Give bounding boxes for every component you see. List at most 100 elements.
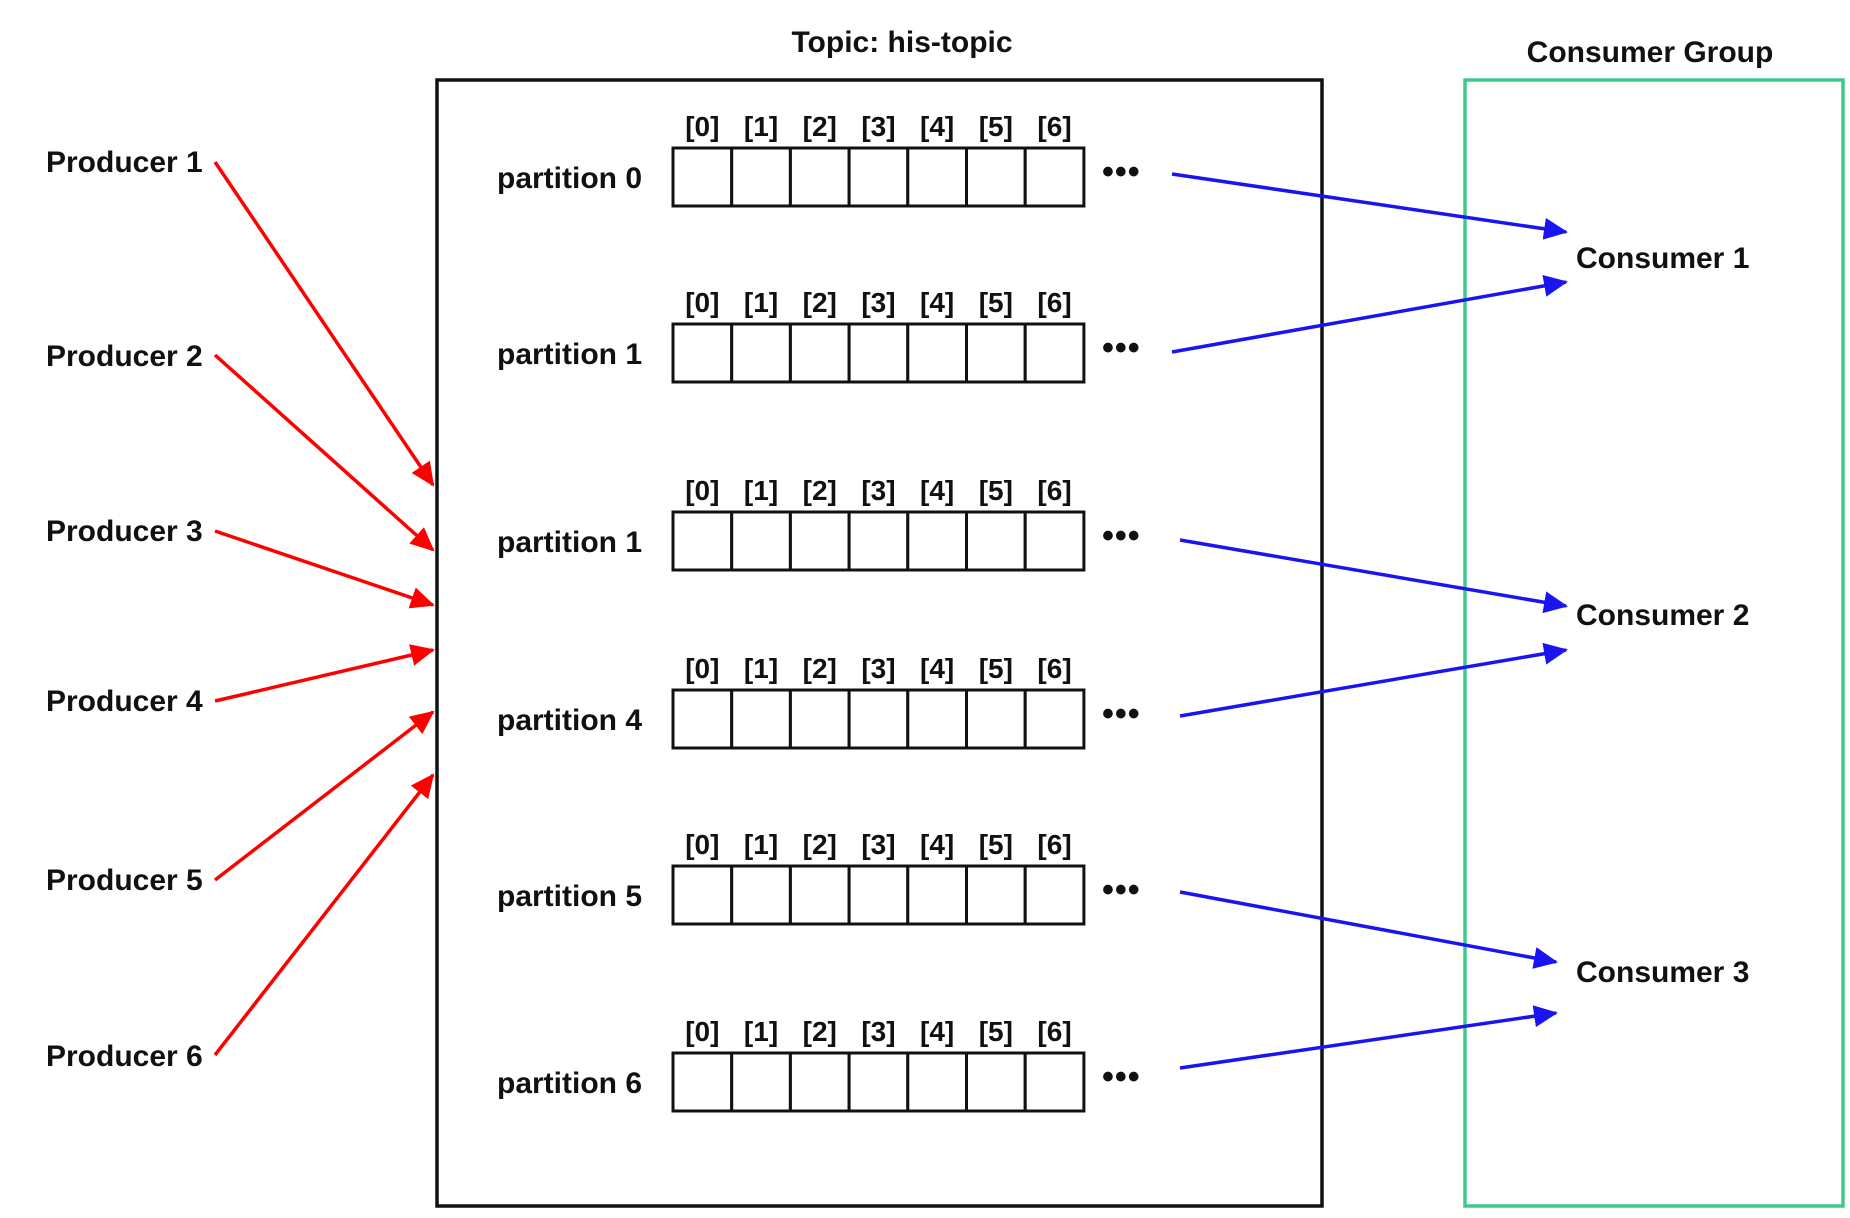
offset-index-label: [4] <box>920 829 954 860</box>
offset-index-label: [5] <box>979 287 1013 318</box>
partitions-layer: partition 0[0][1][2][3][4][5][6]•••parti… <box>497 111 1141 1113</box>
partition-label: partition 4 <box>497 704 642 737</box>
partition-label: partition 6 <box>497 1067 642 1100</box>
partition-label: partition 1 <box>497 526 642 559</box>
partition-cell <box>788 322 851 384</box>
producer-label: Producer 6 <box>46 1040 203 1073</box>
offset-index-label: [0] <box>685 287 719 318</box>
offset-index-label: [1] <box>744 287 778 318</box>
offset-index-label: [4] <box>920 111 954 142</box>
consumer-arrow <box>1179 890 1558 969</box>
partition-cell <box>788 688 851 750</box>
partition-row: partition 0[0][1][2][3][4][5][6]••• <box>497 111 1140 208</box>
offset-index-label: [3] <box>861 1016 895 1047</box>
producer-arrow <box>213 710 435 882</box>
partition-cell <box>671 864 734 926</box>
partition-cell <box>965 146 1027 208</box>
partition-cell <box>965 688 1027 750</box>
partition-cell <box>788 510 851 572</box>
topic-box <box>435 78 1324 1208</box>
consumer-group-box <box>1463 78 1845 1208</box>
consumer-label: Consumer 3 <box>1576 956 1749 989</box>
producer-label: Producer 3 <box>46 515 203 548</box>
producer-arrow <box>214 529 435 609</box>
consumer-arrows-layer <box>1171 172 1568 1070</box>
offset-index-label: [5] <box>979 475 1013 506</box>
producer-arrows-layer <box>213 161 435 1057</box>
consumer-arrow <box>1179 538 1568 614</box>
consumer-label: Consumer 2 <box>1576 599 1749 632</box>
offset-index-label: [0] <box>685 475 719 506</box>
consumer-arrow <box>1171 172 1568 240</box>
offset-index-label: [3] <box>861 653 895 684</box>
partition-cell <box>906 146 968 208</box>
partition-cell <box>1023 146 1086 208</box>
partition-row: partition 6 [0] [1] [2] [3] [4] [5] [6] ••• <box>497 1016 1141 1113</box>
offset-index-label: [6] <box>1037 1016 1071 1047</box>
offset-index-label: [3] <box>861 475 895 506</box>
offset-index-label: [3] <box>861 111 895 142</box>
producers-layer: Producer 1 Producer 2 Producer 3 Producer 4… <box>46 146 203 1073</box>
partition-cell <box>1023 864 1086 926</box>
partition-cell <box>730 146 792 208</box>
producer-label: Producer 2 <box>46 340 203 373</box>
offset-index-label: [6] <box>1037 475 1071 506</box>
ellipsis-icon: ••• <box>1102 517 1141 555</box>
offset-index-label: [4] <box>920 287 954 318</box>
consumer-arrow <box>1171 275 1568 354</box>
producer-arrow <box>213 353 435 552</box>
partition-cell <box>1023 322 1086 384</box>
partition-cell <box>847 510 910 572</box>
partition-cell <box>847 322 910 384</box>
offset-index-label: [6] <box>1037 653 1071 684</box>
partition-cell <box>965 510 1027 572</box>
consumer-group-title: Consumer Group <box>1527 36 1774 69</box>
offset-index-label: [6] <box>1037 829 1071 860</box>
producer-label: Producer 4 <box>46 685 203 718</box>
partition-cell <box>730 864 792 926</box>
ellipsis-icon: ••• <box>1102 1058 1141 1096</box>
offset-index-label: [4] <box>920 653 954 684</box>
partition-cell <box>671 688 734 750</box>
partition-cell <box>730 510 792 572</box>
partition-cell <box>671 1051 734 1113</box>
offset-index-label: [2] <box>803 475 837 506</box>
offset-index-label: [2] <box>803 829 837 860</box>
partition-cell <box>847 864 910 926</box>
partition-cell <box>1023 510 1086 572</box>
offset-index-label: [2] <box>803 1016 837 1047</box>
consumer-arrow <box>1179 1005 1558 1070</box>
partition-cell <box>1023 1051 1086 1113</box>
partition-row: partition 4[0][1][2][3][4][5][6]••• <box>497 653 1140 750</box>
offset-index-label: [5] <box>979 653 1013 684</box>
offset-index-label: [5] <box>979 829 1013 860</box>
producer-arrow <box>213 161 435 487</box>
partition-cell <box>730 688 792 750</box>
partition-cell <box>788 864 851 926</box>
partition-cell <box>906 1051 968 1113</box>
offset-index-label: [1] <box>744 1016 778 1047</box>
offset-index-label: [0] <box>685 1016 719 1047</box>
partition-cell <box>847 688 910 750</box>
partition-cell <box>788 1051 851 1113</box>
partition-cell <box>730 322 792 384</box>
offset-index-label: [3] <box>861 829 895 860</box>
partition-cell <box>906 510 968 572</box>
partition-label: partition 1 <box>497 338 642 371</box>
partition-cell <box>671 146 734 208</box>
offset-index-label: [5] <box>979 111 1013 142</box>
producer-label: Producer 1 <box>46 146 203 179</box>
offset-index-label: [0] <box>685 111 719 142</box>
offset-index-label: [5] <box>979 1016 1013 1047</box>
partition-row: partition 1[0][1][2][3][4][5][6]••• <box>497 475 1141 572</box>
offset-index-label: [4] <box>920 1016 954 1047</box>
partition-cell <box>906 864 968 926</box>
producer-label: Producer 5 <box>46 864 203 897</box>
ellipsis-icon: ••• <box>1102 871 1141 909</box>
topic-title: Topic: his-topic <box>791 26 1012 59</box>
offset-index-label: [1] <box>744 475 778 506</box>
producer-arrow <box>214 644 435 703</box>
partition-row: partition 1[0][1][2][3][4][5][6]••• <box>497 287 1140 384</box>
